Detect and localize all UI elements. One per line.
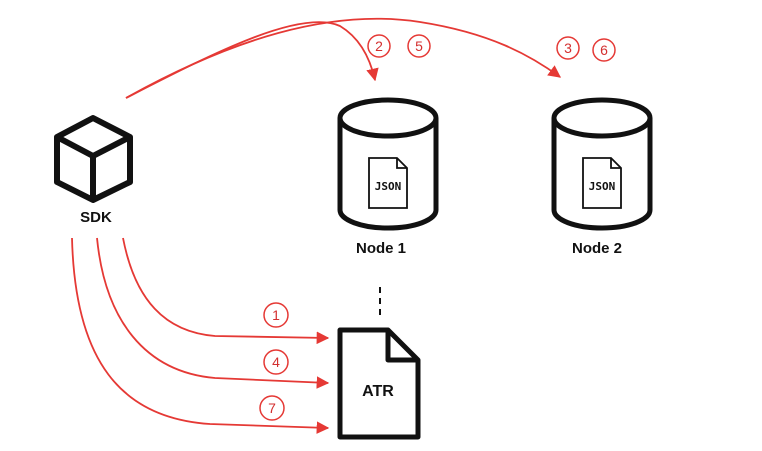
arrow-sdk-to-atr-7 bbox=[71, 237, 330, 434]
node-1-json-file-icon: JSON bbox=[368, 157, 408, 209]
arrow-sdk-to-node-1 bbox=[125, 21, 379, 99]
step-badge-5: 5 bbox=[407, 34, 431, 58]
sdk-label: SDK bbox=[80, 209, 112, 226]
step-badge-4: 4 bbox=[263, 349, 289, 375]
arrow-sdk-to-atr-4 bbox=[96, 237, 330, 389]
step-badge-6: 6 bbox=[592, 38, 616, 62]
step-badge-7: 7 bbox=[259, 395, 285, 421]
node-2-json-label: JSON bbox=[589, 180, 616, 193]
step-badge-3: 3 bbox=[556, 36, 580, 60]
svg-text:1: 1 bbox=[272, 307, 280, 323]
atr-label: ATR bbox=[362, 383, 394, 400]
node-2-json-file-icon: JSON bbox=[582, 157, 622, 209]
node-2-label: Node 2 bbox=[572, 240, 622, 257]
step-badge-2: 2 bbox=[367, 34, 391, 58]
svg-text:2: 2 bbox=[375, 38, 383, 54]
step-badge-1: 1 bbox=[263, 302, 289, 328]
node-1-label: Node 1 bbox=[356, 240, 406, 257]
sdk-cube-icon bbox=[54, 115, 133, 203]
svg-text:4: 4 bbox=[272, 354, 280, 370]
arrow-sdk-to-node-2 bbox=[125, 17, 562, 99]
node-1-json-label: JSON bbox=[375, 180, 402, 193]
svg-text:5: 5 bbox=[415, 38, 423, 54]
svg-text:6: 6 bbox=[600, 42, 608, 58]
svg-text:3: 3 bbox=[564, 40, 572, 56]
atr-document-icon bbox=[337, 327, 421, 440]
svg-text:7: 7 bbox=[268, 400, 276, 416]
arrow-sdk-to-atr-1 bbox=[122, 237, 330, 345]
